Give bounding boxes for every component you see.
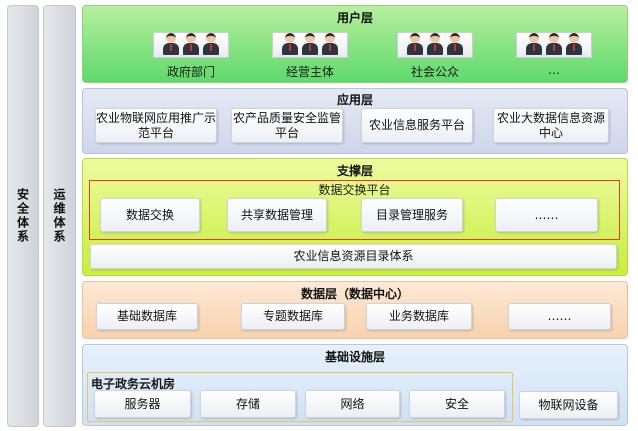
cloud-room-frame [87,372,513,422]
exchange-item-data-exchange: 数据交换 [100,198,200,232]
data-layer: 数据层（数据中心） 基础数据库 专题数据库 业务数据库 …… [82,281,628,339]
data-item-more: …… [508,303,611,330]
application-layer: 应用层 农业物联网应用推广示范平台 农产品质量安全监管平台 农业信息服务平台 农… [82,88,628,154]
infra-item-server: 服务器 [94,390,191,418]
iot-devices-box: 物联网设备 [519,391,618,419]
user-group-public: 社会公众 [410,65,459,79]
user-layer: 用户层 政府部门 经营主体 社会公众 … [82,5,628,83]
operations-system-label: 运维体系 [52,188,66,244]
exchange-item-catalog-service: 目录管理服务 [361,198,463,232]
infrastructure-layer: 基础设施层 物联网设备 [82,344,628,426]
infrastructure-layer-title: 基础设施层 [324,350,385,364]
support-layer-title: 支撑层 [336,164,373,178]
user-group-more: … [548,63,560,77]
people-icon [153,32,229,58]
catalog-system-box: 农业信息资源目录体系 [90,244,617,269]
user-group-business: 经营主体 [285,65,334,79]
exchange-item-more: …… [495,198,598,232]
people-icon [516,32,592,58]
data-item-thematic-database: 专题数据库 [241,303,345,330]
app-info-service-platform: 农业信息服务平台 [361,108,473,143]
cloud-room-title: 电子政务云机房 [91,377,176,391]
people-icon [397,32,473,58]
data-item-basic-database: 基础数据库 [96,303,198,330]
security-system-label: 安全体系 [15,188,30,244]
app-bigdata-resource-center: 农业大数据信息资源中心 [493,108,609,143]
infra-item-network: 网络 [305,390,400,418]
people-icon [272,32,348,58]
infra-item-security: 安全 [409,390,505,418]
data-exchange-platform-frame [89,180,620,240]
user-layer-title: 用户层 [336,11,373,25]
data-layer-title: 数据层（数据中心） [300,287,409,301]
user-group-government: 政府部门 [166,65,215,79]
infra-item-storage: 存储 [200,390,296,418]
data-exchange-platform-title: 数据交换平台 [318,183,391,197]
app-quality-supervision-platform: 农产品质量安全监管平台 [231,108,343,143]
data-item-business-database: 业务数据库 [366,303,472,330]
application-layer-title: 应用层 [336,93,373,107]
security-system-column: 安全体系 [7,5,39,427]
app-iot-demo-platform: 农业物联网应用推广示范平台 [95,108,217,143]
operations-system-column: 运维体系 [43,5,76,427]
exchange-item-shared-data-management: 共享数据管理 [227,198,327,232]
